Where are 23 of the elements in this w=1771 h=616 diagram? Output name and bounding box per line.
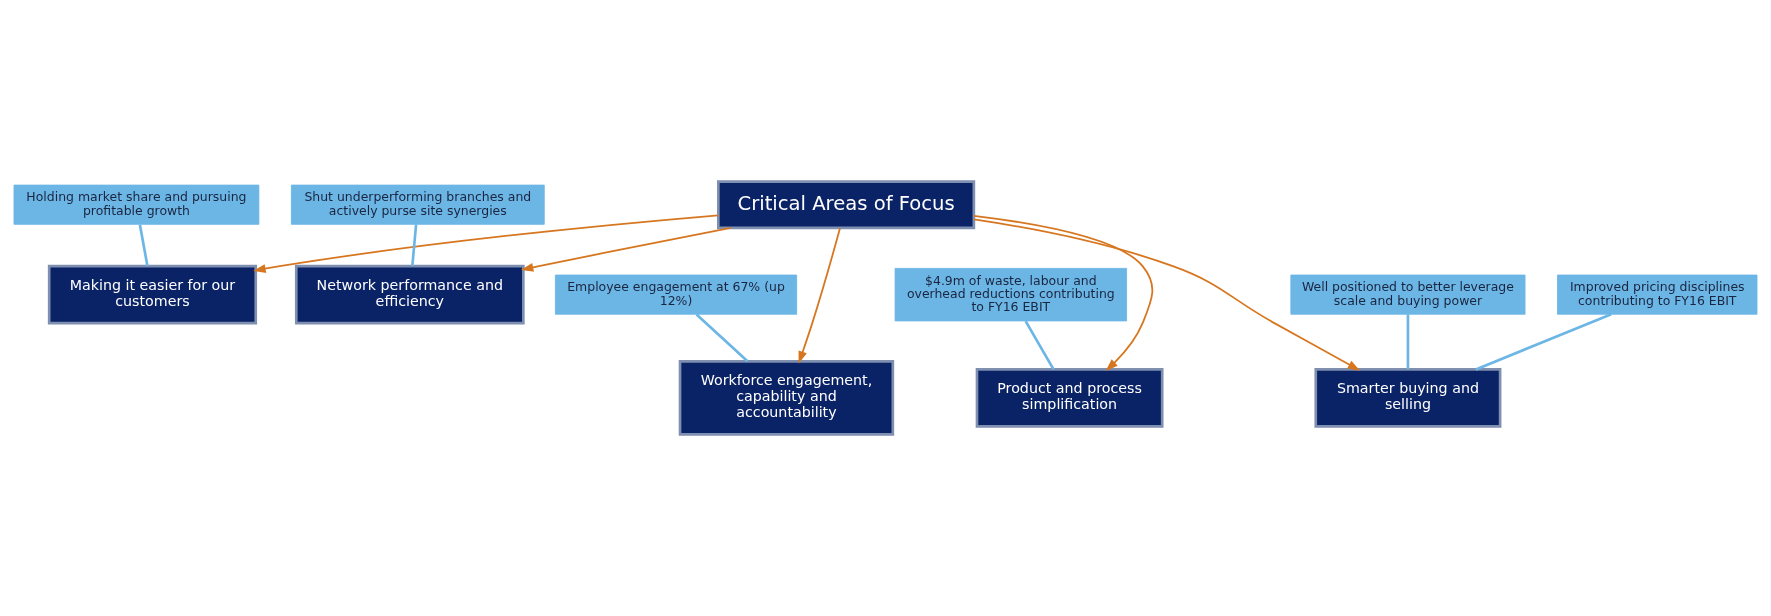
node-box: Shut underperforming branches and actively purse site synergies [290,184,545,225]
connector [695,313,749,363]
arrow [798,227,841,364]
node-box: Smarter buying and selling [1314,368,1502,428]
arrow [973,218,1361,371]
node-box: Network performance and efficiency [294,264,525,325]
node-box: Making it easier for our customers [47,264,258,325]
arrow [253,214,720,273]
node-box: $4.9m of waste, labour and overhead reductions contributing to FY16 EBIT [894,267,1128,322]
connector [138,224,149,267]
node-box: Employee engagement at 67% (up 12%) [554,274,798,315]
connector [1406,314,1410,370]
node-box: Well positioned to better leverage scale and buying power [1290,274,1526,315]
node-box: Critical Areas of Focus [717,180,976,230]
connector [1024,320,1055,370]
node-box: Holding market share and pursuing profitable growth [13,184,260,225]
node-box: Improved pricing disciplines contributing to FY16 EBIT [1557,274,1758,315]
arrow [973,214,1154,372]
connector [1475,313,1612,371]
arrow [520,227,732,272]
connector [411,224,418,267]
node-box: Product and process simplification [975,368,1164,428]
node-box: Workforce engagement, capability and accountability [678,360,895,436]
